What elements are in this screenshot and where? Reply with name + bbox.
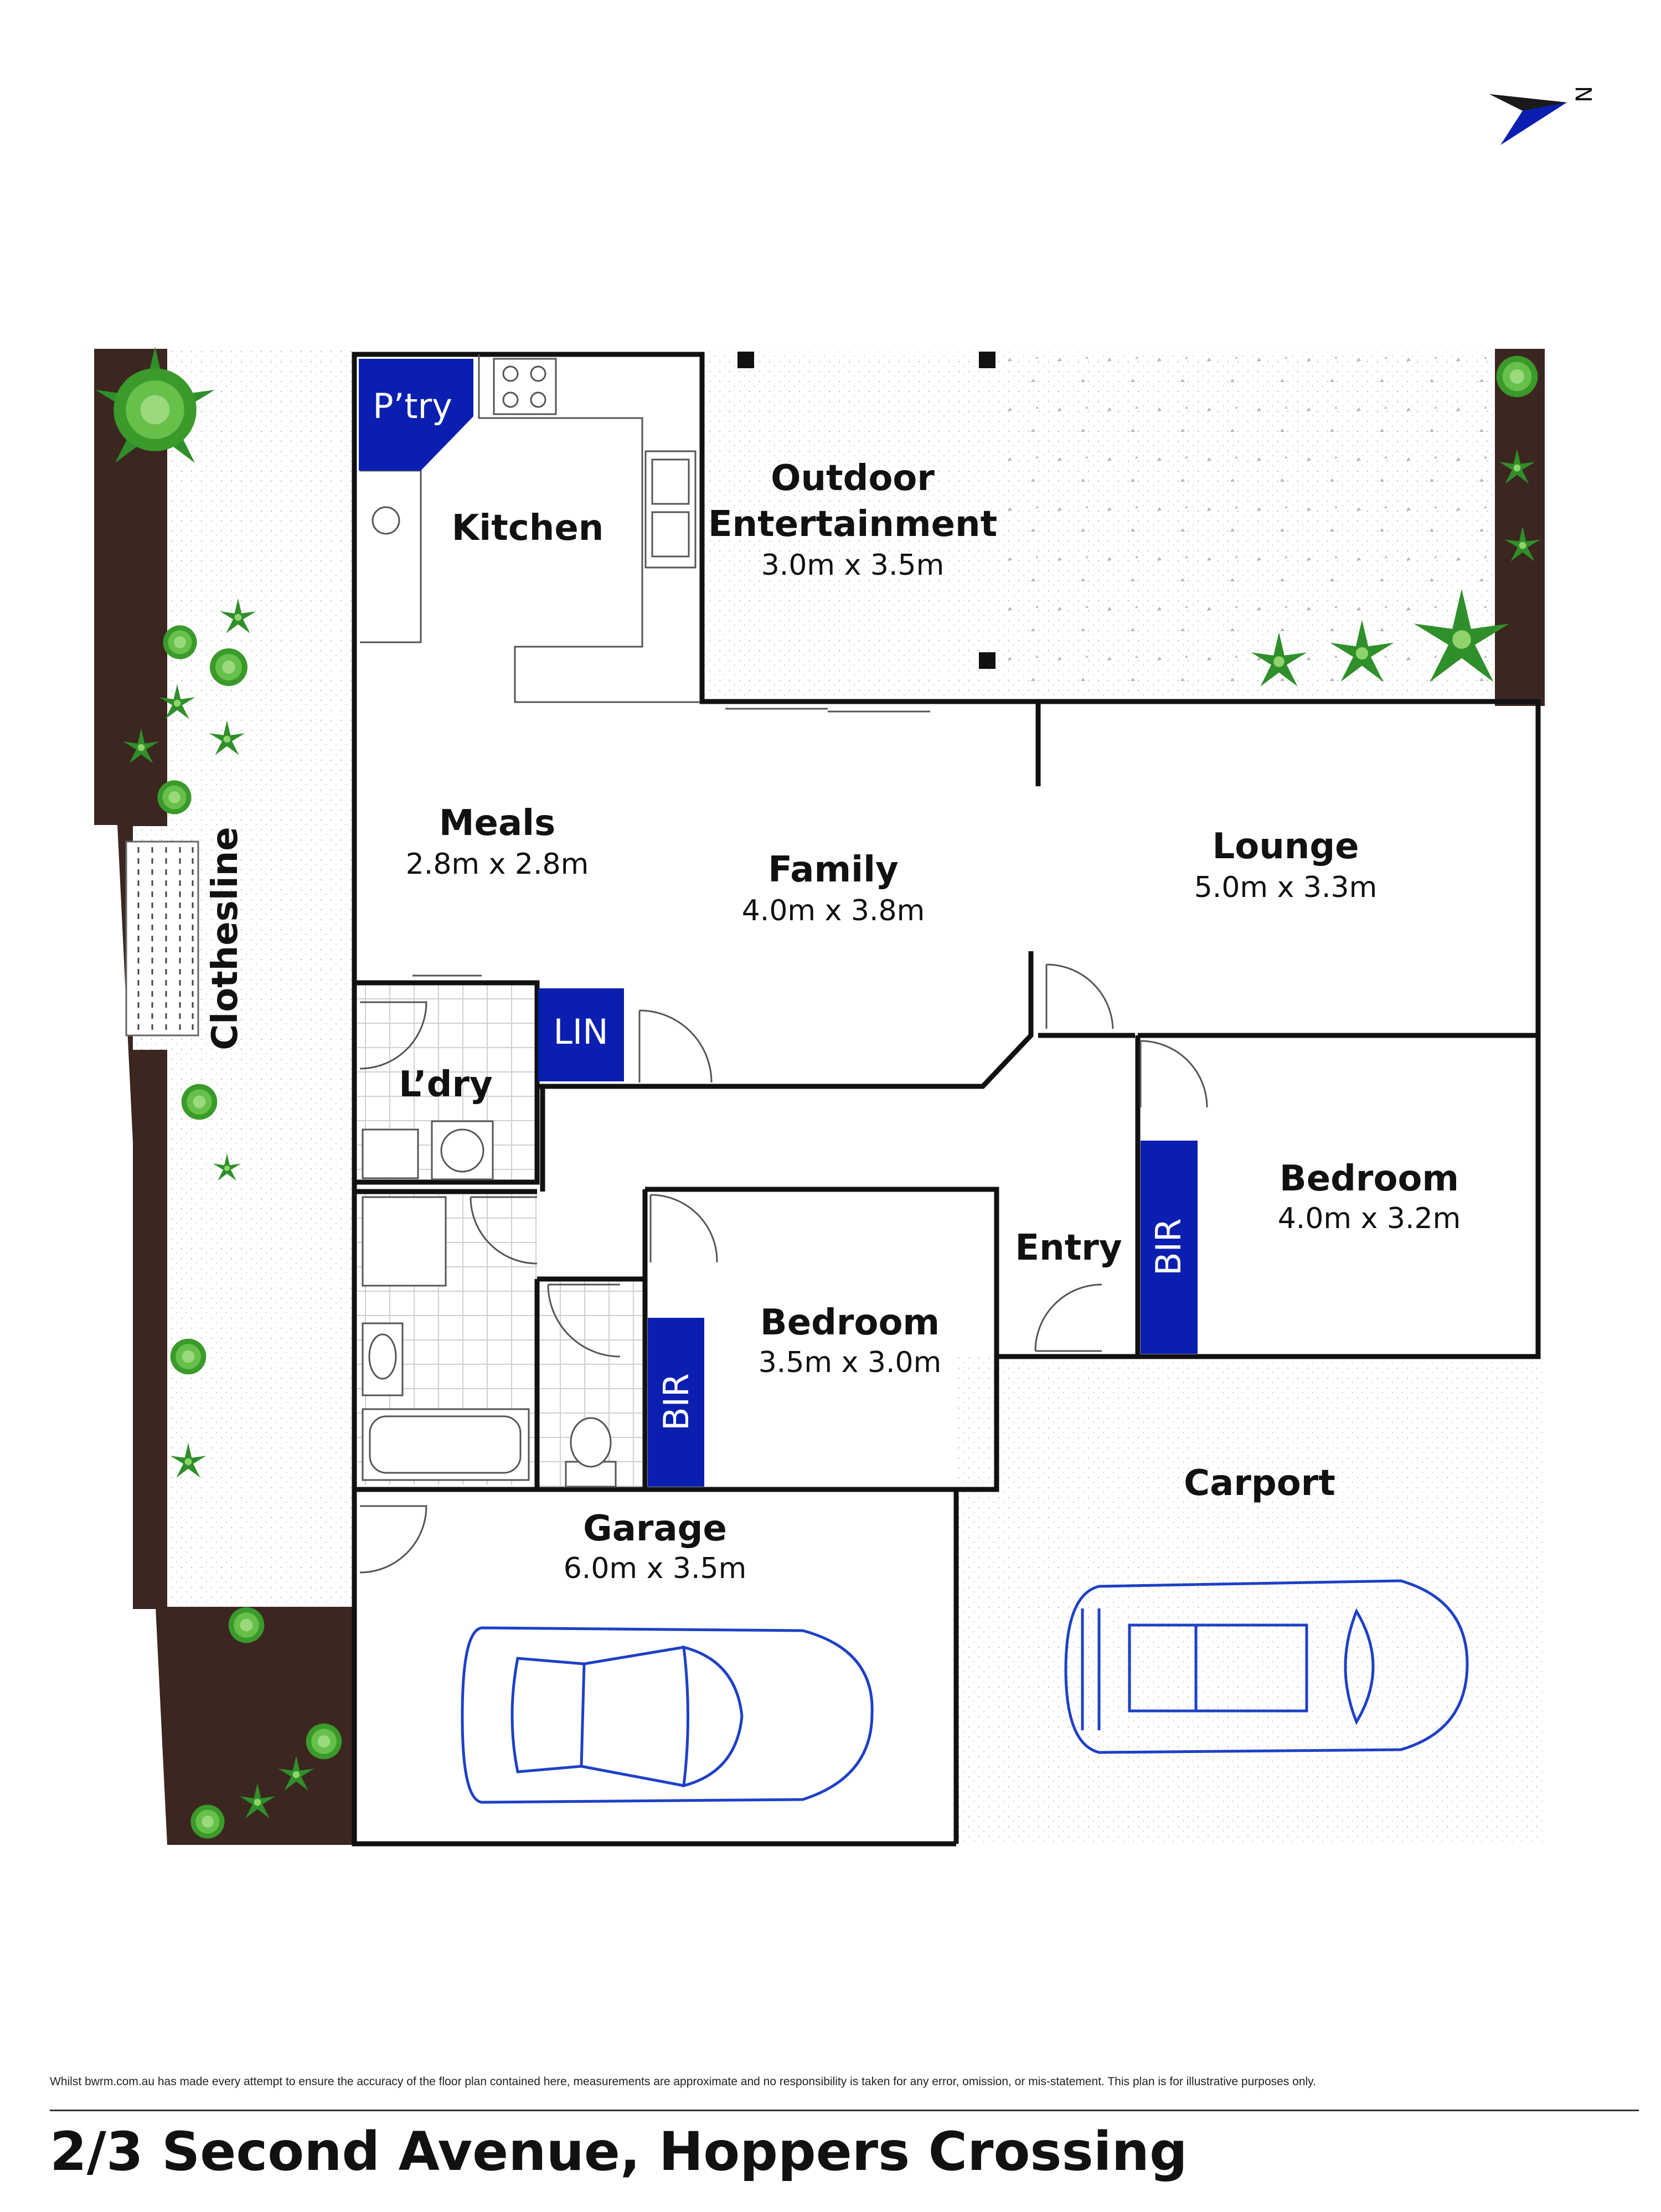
family-size: 4.0m x 3.8m	[742, 894, 925, 927]
bir-1-label: BIR	[1148, 1218, 1189, 1276]
linen-label: LIN	[553, 1012, 608, 1052]
bir-bedroom-2: BIR	[648, 1318, 704, 1487]
north-arrow-icon: N	[1489, 86, 1597, 145]
outdoor-size: 3.0m x 3.5m	[761, 549, 945, 582]
lounge-size: 5.0m x 3.3m	[1194, 871, 1378, 904]
outdoor-entertainment-floor	[702, 352, 1004, 702]
linen-closet: LIN	[538, 988, 624, 1081]
yard-floor	[1004, 352, 1495, 702]
outdoor-label-1: Outdoor	[771, 458, 935, 499]
doors	[359, 708, 1208, 1574]
laundry-fixtures	[362, 1120, 494, 1180]
garage-label: Garage	[583, 1508, 727, 1549]
disclaimer-text: Whilst bwrm.com.au has made every attemp…	[50, 2075, 1316, 2088]
family-label: Family	[768, 849, 898, 890]
carport-label: Carport	[1184, 1463, 1335, 1504]
compass-label: N	[1572, 86, 1597, 102]
carport-car-icon	[1064, 1579, 1469, 1754]
outdoor-label-2: Entertainment	[708, 504, 997, 545]
carport-floor	[956, 1357, 1544, 1845]
meals-label: Meals	[439, 803, 555, 844]
clothesline-label: Clothesline	[205, 827, 246, 1050]
meals-size: 2.8m x 2.8m	[406, 848, 589, 881]
bir-2-label: BIR	[656, 1373, 697, 1431]
property-address: 2/3 Second Avenue, Hoppers Crossing	[50, 2121, 1188, 2183]
pantry-label: P’try	[373, 386, 452, 426]
kitchen-label: Kitchen	[452, 508, 604, 549]
lounge-label: Lounge	[1212, 826, 1359, 867]
pergola-posts	[737, 352, 995, 669]
clothesline: Clothesline	[125, 827, 246, 1050]
bedroom-2-size: 3.5m x 3.0m	[759, 1346, 942, 1379]
entry-label: Entry	[1015, 1228, 1122, 1269]
bedroom-1-size: 4.0m x 3.2m	[1278, 1202, 1461, 1235]
pantry: P’try	[359, 359, 473, 471]
garage-car-icon	[461, 1626, 874, 1804]
floor-plan: N Clothesline	[94, 86, 1597, 1847]
bedroom-2-label: Bedroom	[760, 1302, 940, 1343]
laundry-label: L’dry	[399, 1064, 492, 1105]
bir-bedroom-1: BIR	[1141, 1141, 1198, 1354]
bathroom-fixtures	[362, 1196, 617, 1488]
footer-divider	[50, 2110, 1639, 2111]
garage-size: 6.0m x 3.5m	[564, 1552, 747, 1585]
bedroom-1-label: Bedroom	[1280, 1158, 1459, 1199]
